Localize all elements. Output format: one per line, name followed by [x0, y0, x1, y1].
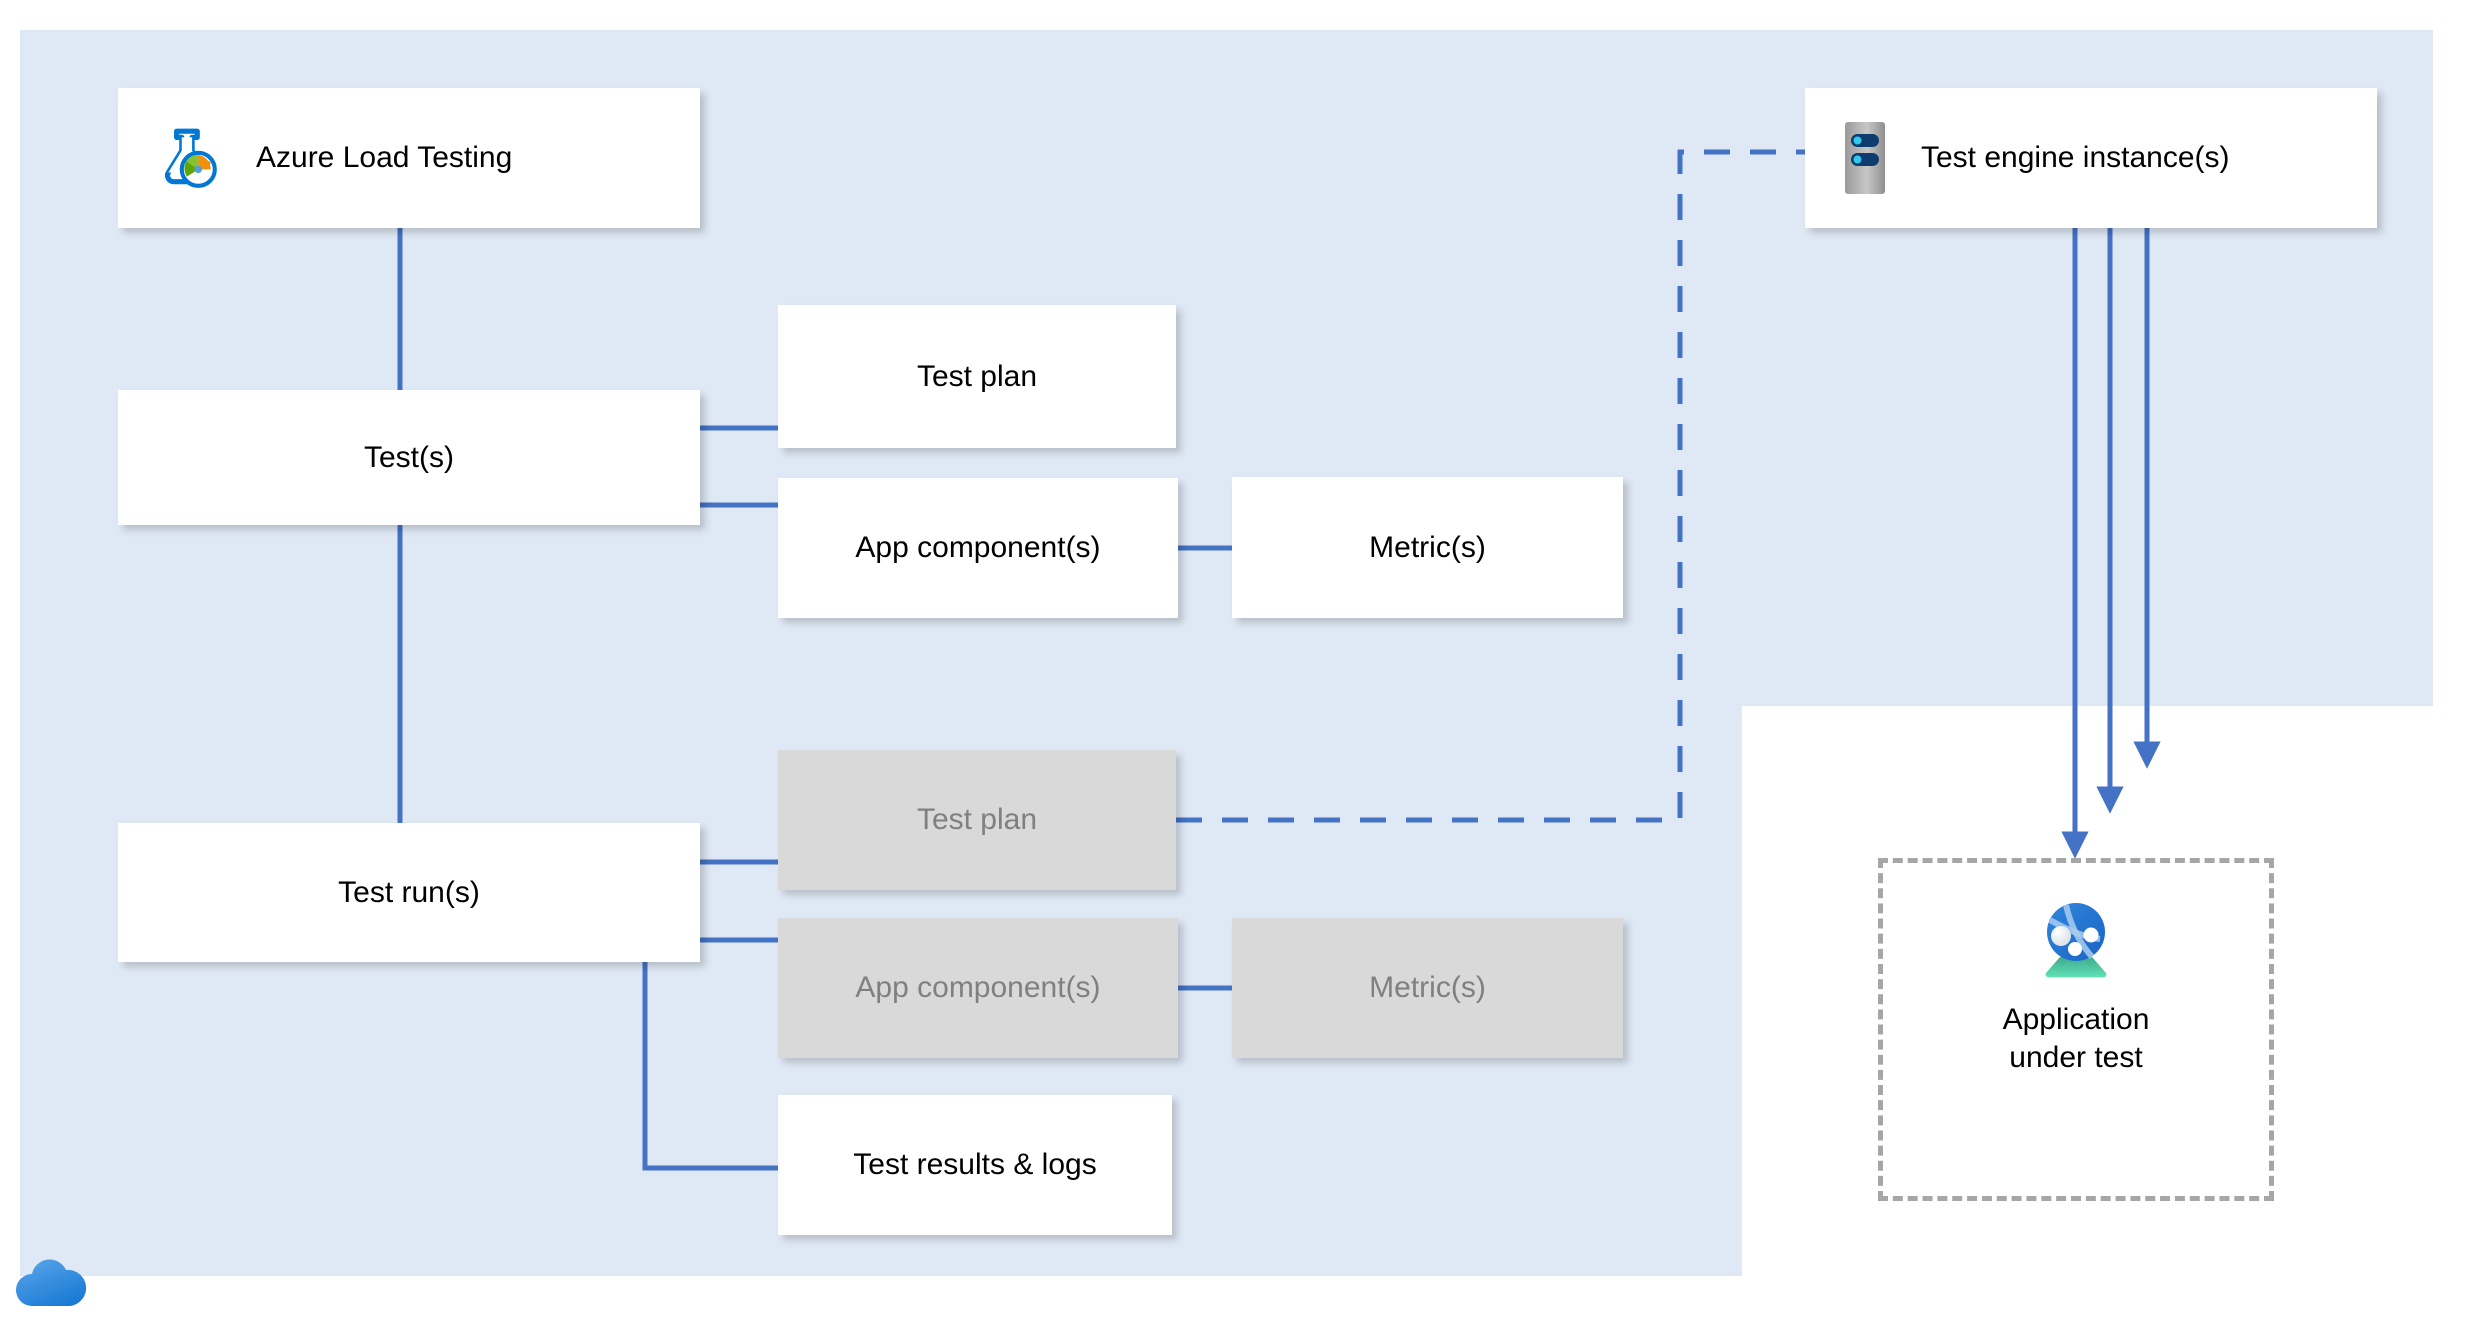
node-tests[interactable]: Test(s): [118, 390, 700, 525]
node-label: Test results & logs: [853, 1148, 1097, 1181]
node-label: Test engine instance(s): [1921, 141, 2230, 174]
node-label: Test run(s): [338, 875, 480, 909]
azure-load-testing-icon: [156, 125, 222, 191]
node-label: Metric(s): [1369, 971, 1486, 1004]
node-label: Test plan: [916, 359, 1038, 393]
node-label: Test plan: [916, 803, 1038, 836]
node-label: Metric(s): [1369, 530, 1486, 564]
test-engine-icon: [1843, 120, 1887, 196]
node-azure-load-testing[interactable]: Azure Load Testing: [118, 88, 700, 228]
node-metrics[interactable]: Metric(s): [1232, 477, 1623, 618]
application-under-test-label: Application under test: [2002, 1003, 2150, 1074]
azure-cloud-logo: [14, 1252, 90, 1310]
node-test-plan-inherited[interactable]: Test plan: [778, 750, 1176, 890]
node-label: App component(s): [855, 971, 1101, 1004]
node-test-engine-instances[interactable]: Test engine instance(s): [1805, 88, 2377, 228]
node-test-runs[interactable]: Test run(s): [118, 823, 700, 962]
node-label: Azure Load Testing: [256, 141, 513, 174]
node-label: App component(s): [855, 531, 1101, 564]
application-under-test-boundary: Application under test: [1878, 858, 2274, 1201]
node-test-plan[interactable]: Test plan: [778, 305, 1176, 448]
application-globe-icon: [2030, 895, 2122, 981]
node-metrics-inherited[interactable]: Metric(s): [1232, 918, 1623, 1058]
node-app-components[interactable]: App component(s): [778, 478, 1178, 618]
node-label: Test(s): [364, 440, 454, 474]
node-test-results-and-logs[interactable]: Test results & logs: [778, 1095, 1172, 1235]
node-app-components-inherited[interactable]: App component(s): [778, 918, 1178, 1058]
